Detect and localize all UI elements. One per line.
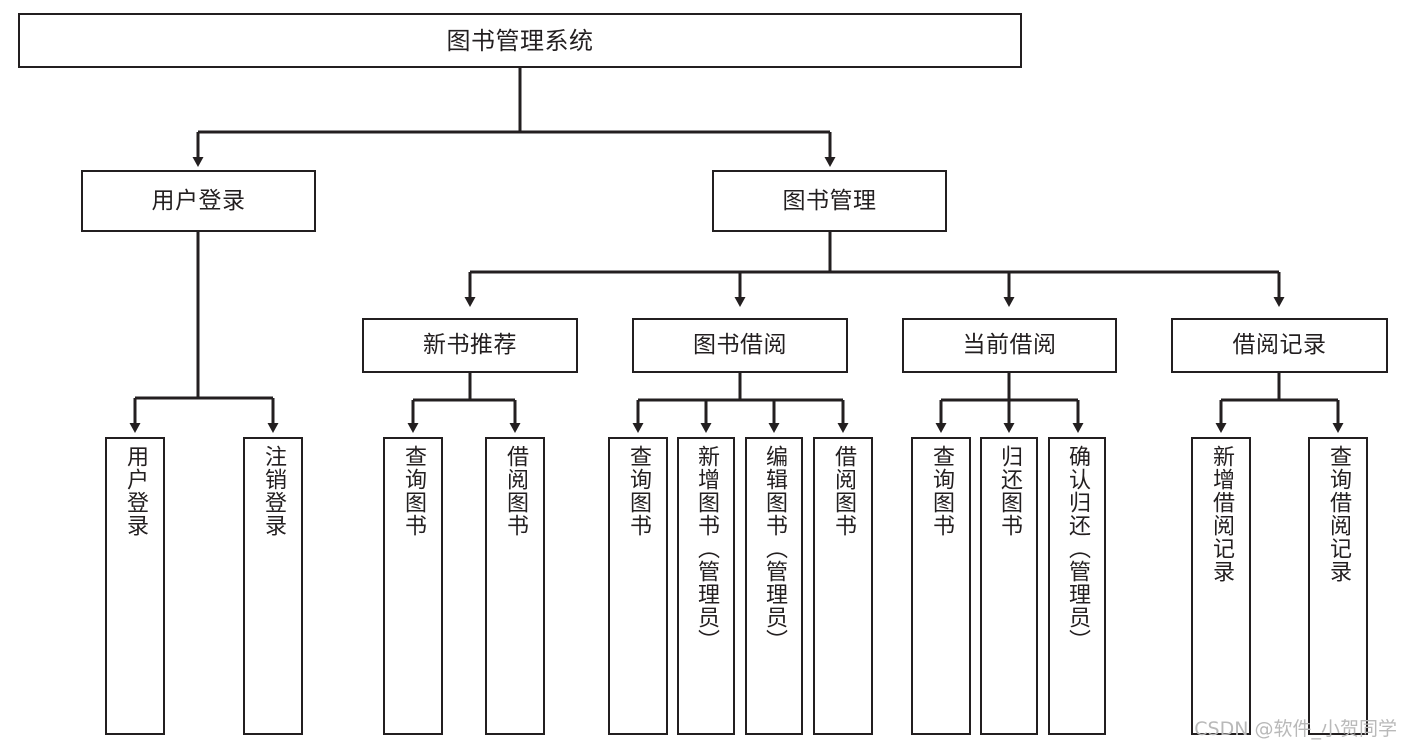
node-label: 编辑图书（管理员）	[761, 445, 787, 652]
node-label: 确认归还（管理员）	[1064, 445, 1090, 652]
node-label: 借阅图书	[830, 445, 856, 537]
node-label: 用户登录	[151, 187, 246, 214]
leaf-recommend-query-book[interactable]: 查询图书	[383, 437, 443, 735]
leaf-borrow-borrow-book[interactable]: 借阅图书	[813, 437, 873, 735]
leaf-current-return-book[interactable]: 归还图书	[980, 437, 1038, 735]
node-root-book-management-system[interactable]: 图书管理系统	[18, 13, 1022, 68]
leaf-current-confirm-return-admin[interactable]: 确认归还（管理员）	[1048, 437, 1106, 735]
node-label: 图书借阅	[693, 332, 787, 358]
node-label: 图书管理	[782, 187, 877, 214]
node-label: 用户登录	[122, 445, 148, 537]
node-label: 查询图书	[400, 445, 426, 537]
node-book-borrow[interactable]: 图书借阅	[632, 318, 848, 373]
leaf-current-query-book[interactable]: 查询图书	[911, 437, 971, 735]
node-label: 注销登录	[260, 445, 286, 537]
node-borrow-record[interactable]: 借阅记录	[1171, 318, 1388, 373]
watermark: CSDN @软件_小贺同学	[1194, 718, 1397, 740]
node-current-borrow[interactable]: 当前借阅	[902, 318, 1117, 373]
node-label: 新书推荐	[423, 332, 517, 358]
node-label: 借阅图书	[502, 445, 528, 537]
node-book-management[interactable]: 图书管理	[712, 170, 947, 232]
node-label: 当前借阅	[962, 332, 1057, 358]
leaf-user-login-logout[interactable]: 注销登录	[243, 437, 303, 735]
node-new-book-recommend[interactable]: 新书推荐	[362, 318, 578, 373]
node-label: 查询图书	[928, 445, 954, 537]
node-label: 新增借阅记录	[1208, 445, 1234, 583]
node-label: 图书管理系统	[446, 26, 594, 55]
node-user-login[interactable]: 用户登录	[81, 170, 316, 232]
leaf-borrow-query-book[interactable]: 查询图书	[608, 437, 668, 735]
leaf-record-query-record[interactable]: 查询借阅记录	[1308, 437, 1368, 735]
node-label: 新增图书（管理员）	[693, 445, 719, 652]
leaf-borrow-add-book-admin[interactable]: 新增图书（管理员）	[677, 437, 735, 735]
node-label: 查询图书	[625, 445, 651, 537]
node-label: 借阅记录	[1232, 332, 1327, 358]
node-label: 归还图书	[996, 445, 1022, 537]
leaf-record-add-record[interactable]: 新增借阅记录	[1191, 437, 1251, 735]
leaf-user-login-login[interactable]: 用户登录	[105, 437, 165, 735]
node-label: 查询借阅记录	[1325, 445, 1351, 583]
leaf-recommend-borrow-book[interactable]: 借阅图书	[485, 437, 545, 735]
leaf-borrow-edit-book-admin[interactable]: 编辑图书（管理员）	[745, 437, 803, 735]
